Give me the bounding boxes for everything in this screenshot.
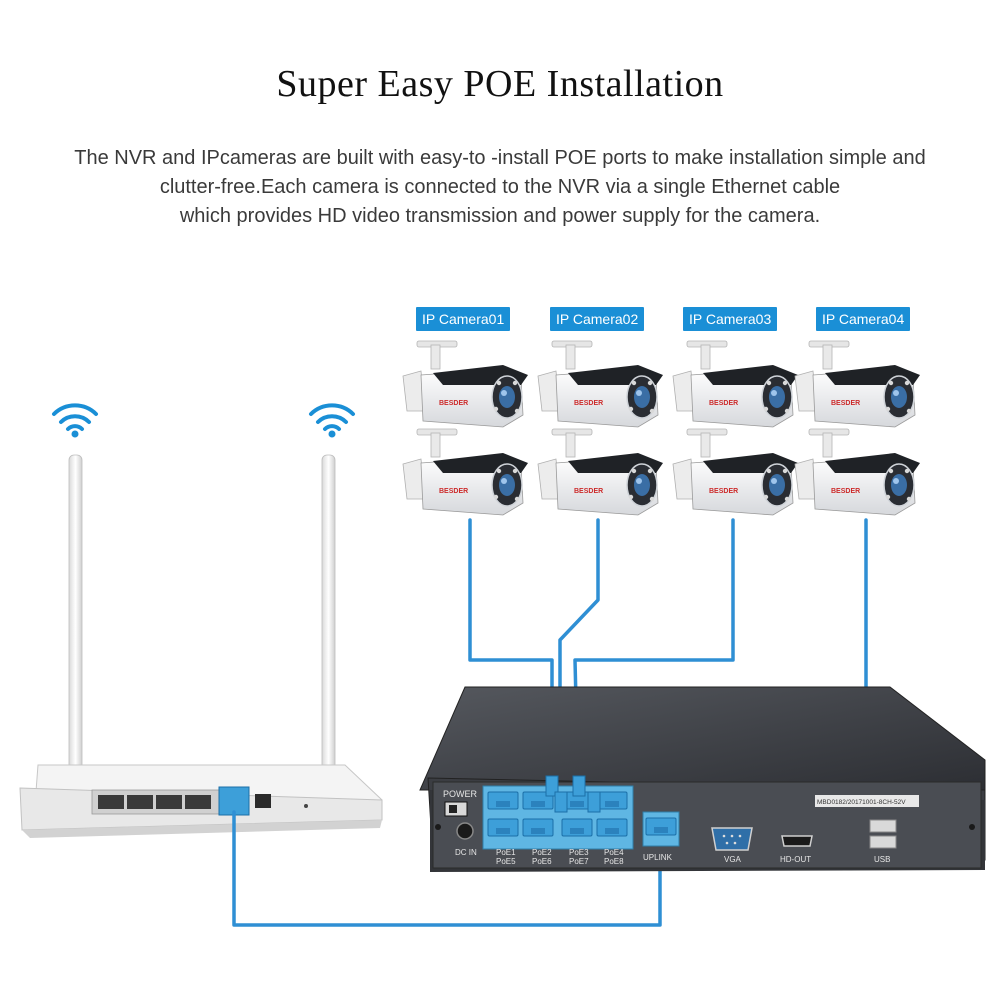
camera-brand: BESDER bbox=[709, 488, 738, 495]
camera-label-04: IP Camera04 bbox=[816, 307, 911, 331]
poe-label-1: PoE1 bbox=[496, 848, 516, 857]
camera-label-03: IP Camera03 bbox=[683, 307, 778, 331]
camera: BESDER bbox=[402, 340, 529, 428]
camera: BESDER bbox=[672, 340, 799, 428]
poe-label-6: PoE6 bbox=[532, 857, 552, 866]
camera-brand: BESDER bbox=[831, 488, 860, 495]
camera-brand: BESDER bbox=[439, 400, 468, 407]
dc-in-jack bbox=[456, 822, 474, 840]
camera-label-02: IP Camera02 bbox=[550, 307, 645, 331]
camera: BESDER bbox=[537, 340, 664, 428]
poe-label-8: PoE8 bbox=[604, 857, 624, 866]
camera: BESDER bbox=[537, 428, 664, 516]
poe-label-4: PoE4 bbox=[604, 848, 624, 857]
usb-port bbox=[869, 835, 897, 849]
wifi-icon bbox=[52, 403, 98, 438]
poe-label-3: PoE3 bbox=[569, 848, 589, 857]
hdout-label: HD-OUT bbox=[780, 855, 811, 864]
description-line: clutter-free.Each camera is connected to… bbox=[159, 176, 841, 198]
camera-brand: BESDER bbox=[831, 400, 860, 407]
vga-port bbox=[711, 827, 753, 851]
uplink-port bbox=[645, 817, 677, 836]
page-title: Super Easy POE Installation bbox=[276, 63, 724, 105]
sticker-text: MBD0182/20171001-8CH-52V bbox=[817, 799, 906, 806]
camera-label-01: IP Camera01 bbox=[416, 307, 511, 331]
camera: BESDER bbox=[794, 340, 921, 428]
description-line: which provides HD video transmission and… bbox=[179, 205, 821, 227]
description: The NVR and IPcameras are built with eas… bbox=[40, 144, 960, 231]
poe-label-2: PoE2 bbox=[532, 848, 552, 857]
camera-brand: BESDER bbox=[439, 488, 468, 495]
usb-label: USB bbox=[874, 855, 890, 864]
wifi-icon bbox=[309, 403, 355, 438]
camera-brand: BESDER bbox=[574, 400, 603, 407]
power-label: POWER bbox=[443, 789, 478, 799]
camera: BESDER bbox=[402, 428, 529, 516]
camera: BESDER bbox=[672, 428, 799, 516]
dc-in-label: DC IN bbox=[455, 848, 477, 857]
vga-label: VGA bbox=[724, 855, 742, 864]
antenna-left bbox=[68, 454, 83, 791]
uplink-label: UPLINK bbox=[643, 853, 673, 862]
camera: BESDER bbox=[794, 428, 921, 516]
hdmi-port bbox=[781, 835, 813, 847]
nvr: POWER DC IN PoE1 PoE2 PoE3 PoE4 PoE5 PoE… bbox=[419, 686, 986, 872]
antenna-right bbox=[321, 454, 336, 791]
description-line: The NVR and IPcameras are built with eas… bbox=[74, 147, 926, 169]
router bbox=[19, 454, 383, 838]
camera-brand: BESDER bbox=[709, 400, 738, 407]
poe-label-5: PoE5 bbox=[496, 857, 516, 866]
poe-label-7: PoE7 bbox=[569, 857, 589, 866]
usb-port bbox=[869, 819, 897, 833]
camera-brand: BESDER bbox=[574, 488, 603, 495]
